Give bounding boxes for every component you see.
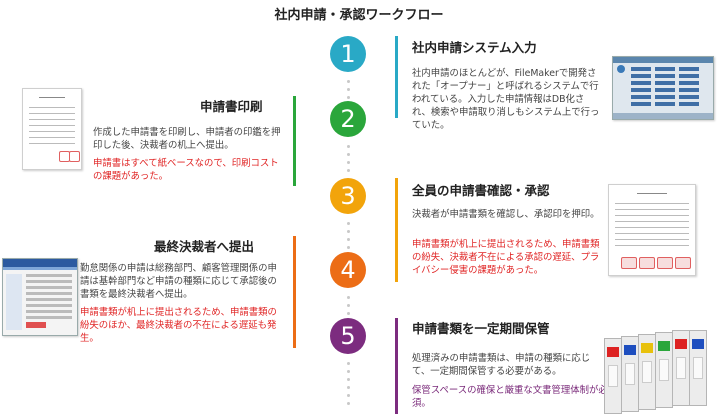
timeline-dot xyxy=(347,312,350,315)
timeline-dot xyxy=(347,378,350,381)
timeline-dot xyxy=(347,402,350,405)
step-2-note: 申請書はすべて紙ベースなので、印刷コストの課題があった。 xyxy=(93,158,279,182)
step-3-body: 決裁者が申請書類を確認し、承認印を押印。 xyxy=(412,209,600,220)
timeline-dot xyxy=(347,153,350,156)
step-1-accent-bar xyxy=(395,36,398,118)
app-screenshot-icon xyxy=(2,258,78,336)
timeline-dot xyxy=(347,145,350,148)
step-4-body: 勤怠関係の申請は総務部門、顧客管理関係の申請は基幹部門など申請の種類に応じて承認… xyxy=(80,263,277,300)
binder xyxy=(655,332,673,408)
step-2-accent-bar xyxy=(293,96,296,186)
timeline-dot xyxy=(347,88,350,91)
step-1-heading: 社内申請システム入力 xyxy=(412,40,537,55)
timeline-dot xyxy=(347,169,350,172)
binder xyxy=(672,330,690,406)
timeline-dot xyxy=(347,304,350,307)
timeline-dot xyxy=(347,362,350,365)
timeline-dot xyxy=(347,370,350,373)
step-2-number: 2 xyxy=(330,101,366,137)
step-3-note: 申請書類が机上に提出されるため、申請書類の紛失、決裁者不在による承認の遅延、プラ… xyxy=(412,239,600,276)
step-4-accent-bar xyxy=(293,236,296,348)
timeline-dot xyxy=(347,161,350,164)
step-4-note: 申請書類が机上に提出されるため、申請書類の紛失のほか、最終決裁者の不在による遅延… xyxy=(80,307,277,344)
step-2-body: 作成した申請書を印刷し、申請者の印鑑を押印した後、決裁者の机上へ提出。 xyxy=(93,127,281,151)
binder xyxy=(638,334,656,410)
step-3-heading: 全員の申請書確認・承認 xyxy=(412,183,550,198)
timeline-dot xyxy=(347,222,350,225)
timeline-dot xyxy=(347,296,350,299)
timeline-dot xyxy=(347,246,350,249)
step-3-accent-bar xyxy=(395,178,398,282)
step-5-body: 処理済みの申請書類は、申請の種類に応じて、一定期間保管する必要がある。 xyxy=(412,353,591,377)
step-5-accent-bar xyxy=(395,318,398,414)
timeline-dot xyxy=(347,96,350,99)
page-title: 社内申請・承認ワークフロー xyxy=(274,8,444,23)
step-1-number: 1 xyxy=(330,36,366,72)
step-5-heading: 申請書類を一定期間保管 xyxy=(412,321,550,336)
step-1-body: 社内申請のほとんどが、FileMakerで開発された「オープナー」と呼ばれるシス… xyxy=(412,68,600,131)
timeline-dot xyxy=(347,238,350,241)
binder xyxy=(621,336,639,412)
timeline-dot xyxy=(347,386,350,389)
step-5-number: 5 xyxy=(330,318,366,354)
timeline-dot xyxy=(347,80,350,83)
timeline-dot xyxy=(347,394,350,397)
form-document-icon xyxy=(608,184,696,276)
binder-files-icon xyxy=(604,330,714,414)
step-4-number: 4 xyxy=(330,252,366,288)
step-3-number: 3 xyxy=(330,178,366,214)
step-5-note: 保管スペースの確保と厳重な文書管理体制が必須。 xyxy=(412,385,608,409)
step-4-heading: 最終決裁者へ提出 xyxy=(154,239,255,254)
step-2-heading: 申請書印刷 xyxy=(200,99,263,114)
form-document-icon xyxy=(22,88,82,170)
binder xyxy=(604,338,622,414)
timeline-dot xyxy=(347,230,350,233)
app-screenshot-icon xyxy=(612,56,714,120)
binder xyxy=(689,330,707,406)
